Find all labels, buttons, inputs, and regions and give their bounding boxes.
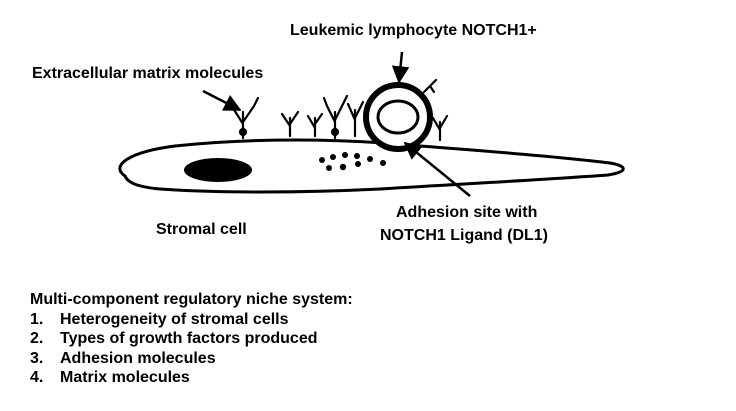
label-adhesion-line1: Adhesion site with	[396, 204, 537, 221]
list-item: 4. Matrix molecules	[30, 368, 353, 388]
list-item-number: 1.	[30, 310, 44, 328]
list-item-text: Adhesion molecules	[60, 349, 216, 367]
list-item-number: 4.	[30, 369, 44, 387]
list-item-number: 2.	[30, 330, 44, 348]
niche-heading: Multi-component regulatory niche system:	[30, 291, 353, 308]
list-item-text: Types of growth factors produced	[60, 330, 318, 348]
list-item-text: Heterogeneity of stromal cells	[60, 310, 289, 328]
list-item: 2. Types of growth factors produced	[30, 329, 353, 349]
arrow-to-adhesion-site	[403, 141, 471, 197]
list-item: 1. Heterogeneity of stromal cells	[30, 310, 353, 330]
niche-system-list: Multi-component regulatory niche system:…	[30, 290, 353, 388]
label-lymphocyte: Leukemic lymphocyte NOTCH1+	[290, 22, 537, 39]
secreted-granules	[319, 152, 386, 171]
leukemic-lymphocyte	[363, 82, 433, 152]
label-stromal: Stromal cell	[156, 221, 247, 238]
list-item-text: Matrix molecules	[60, 369, 190, 387]
label-matrix: Extracellular matrix molecules	[32, 65, 263, 82]
label-adhesion-line2: NOTCH1 Ligand (DL1)	[380, 227, 548, 244]
arrow-to-matrix	[202, 89, 242, 112]
list-item: 3. Adhesion molecules	[30, 349, 353, 369]
niche-diagram: Leukemic lymphocyte NOTCH1+ Extracellula…	[32, 22, 625, 244]
stromal-cell-body	[118, 138, 625, 194]
lymphocyte-nucleus	[376, 99, 420, 135]
list-item-number: 3.	[30, 349, 44, 367]
stromal-nucleus	[184, 158, 252, 182]
arrow-to-lymphocyte	[391, 51, 410, 84]
matrix-molecules	[227, 78, 449, 142]
